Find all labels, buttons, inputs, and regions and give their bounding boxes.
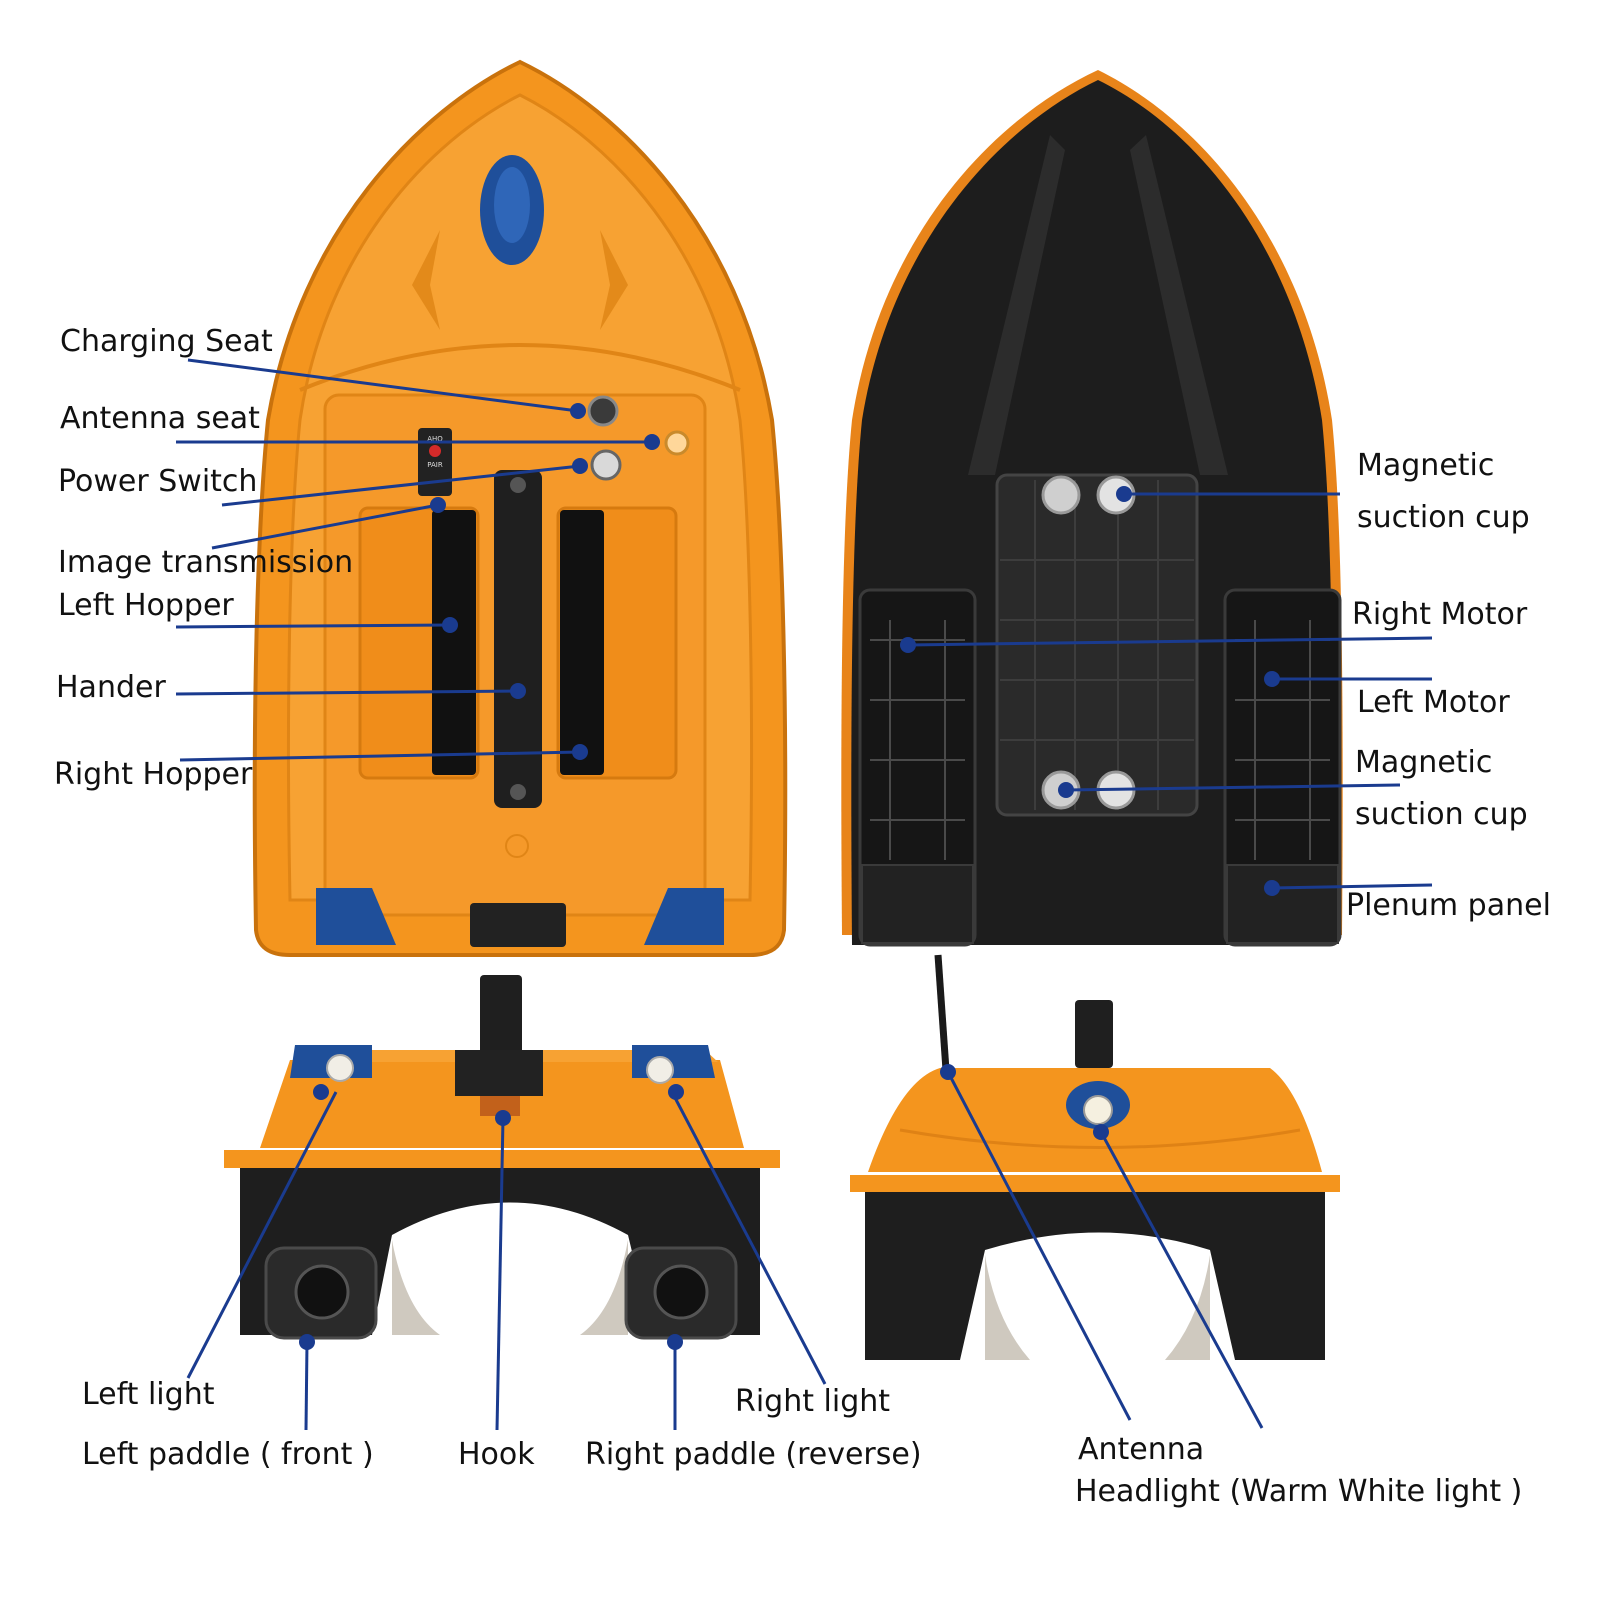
battery-plate <box>995 473 1199 817</box>
label-left-motor: Left Motor <box>1357 685 1510 720</box>
leader-right-motor <box>907 636 1433 647</box>
image-transmission-panel <box>418 428 452 496</box>
label-magnetic-suction-cup-bottom: Magnetic <box>1355 745 1493 780</box>
bottom-view-boat <box>841 70 1343 947</box>
label-left-light: Left light <box>82 1377 215 1412</box>
hander-bottom-screw-icon <box>510 784 526 800</box>
top-view-boat: AHO PAIR <box>252 59 788 957</box>
front-left-tunnel <box>985 1255 1030 1360</box>
leader-lines <box>175 358 1433 1431</box>
bow-right-chevron <box>600 230 628 330</box>
leader-hander <box>175 689 519 696</box>
label-left-paddle: Left paddle ( front ) <box>82 1437 374 1472</box>
left-light-icon <box>326 1054 354 1082</box>
stern-hook-block <box>470 903 566 947</box>
leader-left-hopper <box>175 623 451 629</box>
front-view-deck-crease <box>899 1128 1301 1149</box>
leader-left-light <box>186 1091 338 1379</box>
charging-seat-icon <box>587 395 619 427</box>
hander-top-screw-icon <box>510 477 526 493</box>
leader-hook <box>495 1117 505 1431</box>
rear-right-tunnel <box>580 1240 628 1335</box>
keel-left <box>968 135 1065 475</box>
label-right-light: Right light <box>735 1384 891 1419</box>
antenna-seat-icon <box>664 430 690 456</box>
pair-mark: PAIR <box>427 461 443 469</box>
right-plenum-panel <box>1226 864 1339 944</box>
leader-dots <box>299 403 1280 1350</box>
label-headlight: Headlight (Warm White light ) <box>1075 1474 1523 1509</box>
label-hook: Hook <box>458 1437 535 1472</box>
pair-button-icon <box>429 445 441 457</box>
bow-ridge <box>299 343 741 392</box>
leader-headlight <box>1099 1131 1264 1429</box>
power-switch-icon <box>590 449 622 481</box>
right-paddle-icon <box>653 1264 709 1320</box>
right-hopper <box>560 510 604 775</box>
hook-post <box>480 975 522 1055</box>
left-motor-pod <box>858 588 977 947</box>
bow-left-chevron <box>412 230 440 330</box>
leader-power-switch <box>221 464 581 507</box>
front-rear-post <box>1075 1000 1113 1068</box>
label-image-transmission: Image transmission <box>58 545 354 580</box>
antenna-rod <box>934 954 950 1071</box>
label-left-hopper: Left Hopper <box>58 588 234 623</box>
label-magnetic-suction-cup-top-2: suction cup <box>1357 500 1530 535</box>
stern-left-bumper <box>316 888 396 945</box>
label-antenna-seat: Antenna seat <box>60 401 260 436</box>
bow-headlight-highlight <box>494 167 530 243</box>
leader-left-paddle <box>304 1341 309 1431</box>
label-right-hopper: Right Hopper <box>54 757 253 792</box>
left-paddle-icon <box>294 1264 350 1320</box>
left-plenum-panel <box>861 864 974 944</box>
label-right-motor: Right Motor <box>1352 597 1528 632</box>
stern-right-bumper <box>644 888 724 945</box>
keel-right <box>1130 135 1228 475</box>
label-power-switch: Power Switch <box>58 464 258 499</box>
rear-left-tunnel <box>392 1240 440 1335</box>
leader-antenna <box>946 1071 1132 1421</box>
leader-magnetic-bottom <box>1065 783 1401 792</box>
pair-top-mark: AHO <box>427 435 443 443</box>
headlight-icon <box>1083 1095 1113 1125</box>
front-right-tunnel <box>1165 1255 1210 1360</box>
hook <box>480 1096 520 1116</box>
leader-plenum-panel <box>1271 883 1433 890</box>
label-magnetic-suction-cup-bottom-2: suction cup <box>1355 797 1528 832</box>
label-magnetic-suction-cup-top: Magnetic <box>1357 448 1495 483</box>
label-antenna: Antenna <box>1078 1432 1205 1467</box>
leader-charging-seat <box>187 358 579 413</box>
leader-right-hopper <box>179 750 581 762</box>
left-hopper <box>432 510 476 775</box>
label-right-paddle: Right paddle (reverse) <box>585 1437 922 1472</box>
front-view-lower-hull <box>865 1185 1325 1360</box>
stern-mark <box>505 834 529 858</box>
hook-block <box>455 1050 543 1096</box>
front-view-boat <box>850 954 1340 1360</box>
label-plenum-panel: Plenum panel <box>1346 888 1551 923</box>
battery-plate-grid <box>1000 480 1194 810</box>
label-charging-seat: Charging Seat <box>60 324 273 359</box>
magnetic-suction-cup-icon <box>1041 475 1081 515</box>
leader-right-light <box>670 1091 827 1385</box>
leader-image-transmission <box>211 503 439 550</box>
label-hander: Hander <box>56 670 166 705</box>
right-light-icon <box>646 1056 674 1084</box>
hander <box>494 470 542 808</box>
